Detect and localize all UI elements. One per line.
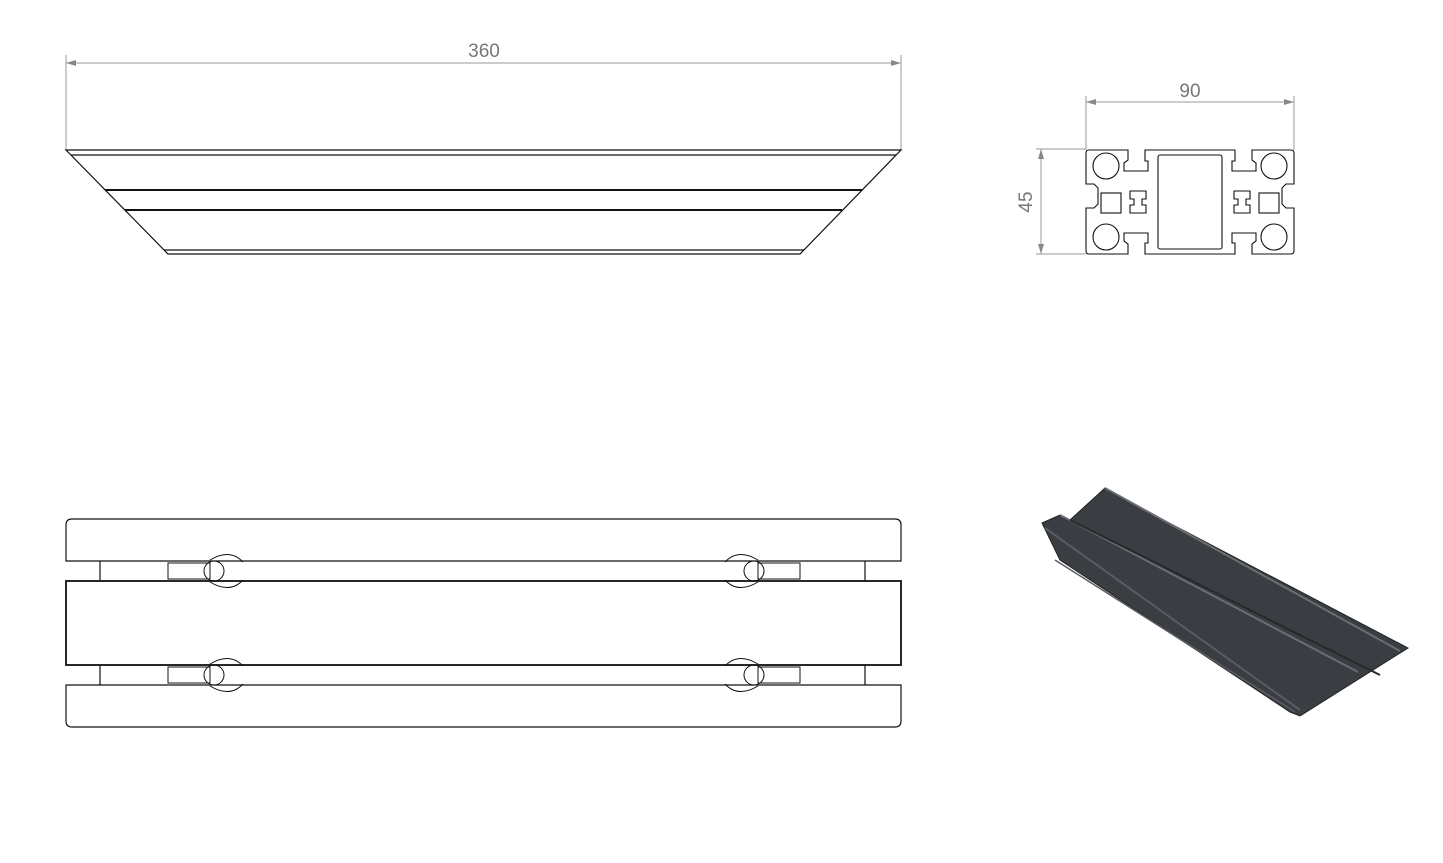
connector	[724, 658, 801, 692]
cross-section-view: 90 45	[1016, 81, 1295, 255]
width-dimension-label: 90	[1179, 81, 1200, 102]
length-dimension	[65, 55, 902, 150]
connector	[724, 554, 801, 588]
assembly-side-view	[65, 518, 902, 728]
height-dimension-label: 45	[1016, 191, 1037, 212]
isometric-view	[1041, 487, 1410, 717]
length-dimension-label: 360	[468, 41, 500, 62]
width-dimension	[1085, 96, 1295, 150]
top-view: 360	[64, 41, 903, 255]
connector	[167, 554, 244, 588]
height-dimension	[1036, 148, 1086, 255]
connector	[167, 658, 244, 692]
